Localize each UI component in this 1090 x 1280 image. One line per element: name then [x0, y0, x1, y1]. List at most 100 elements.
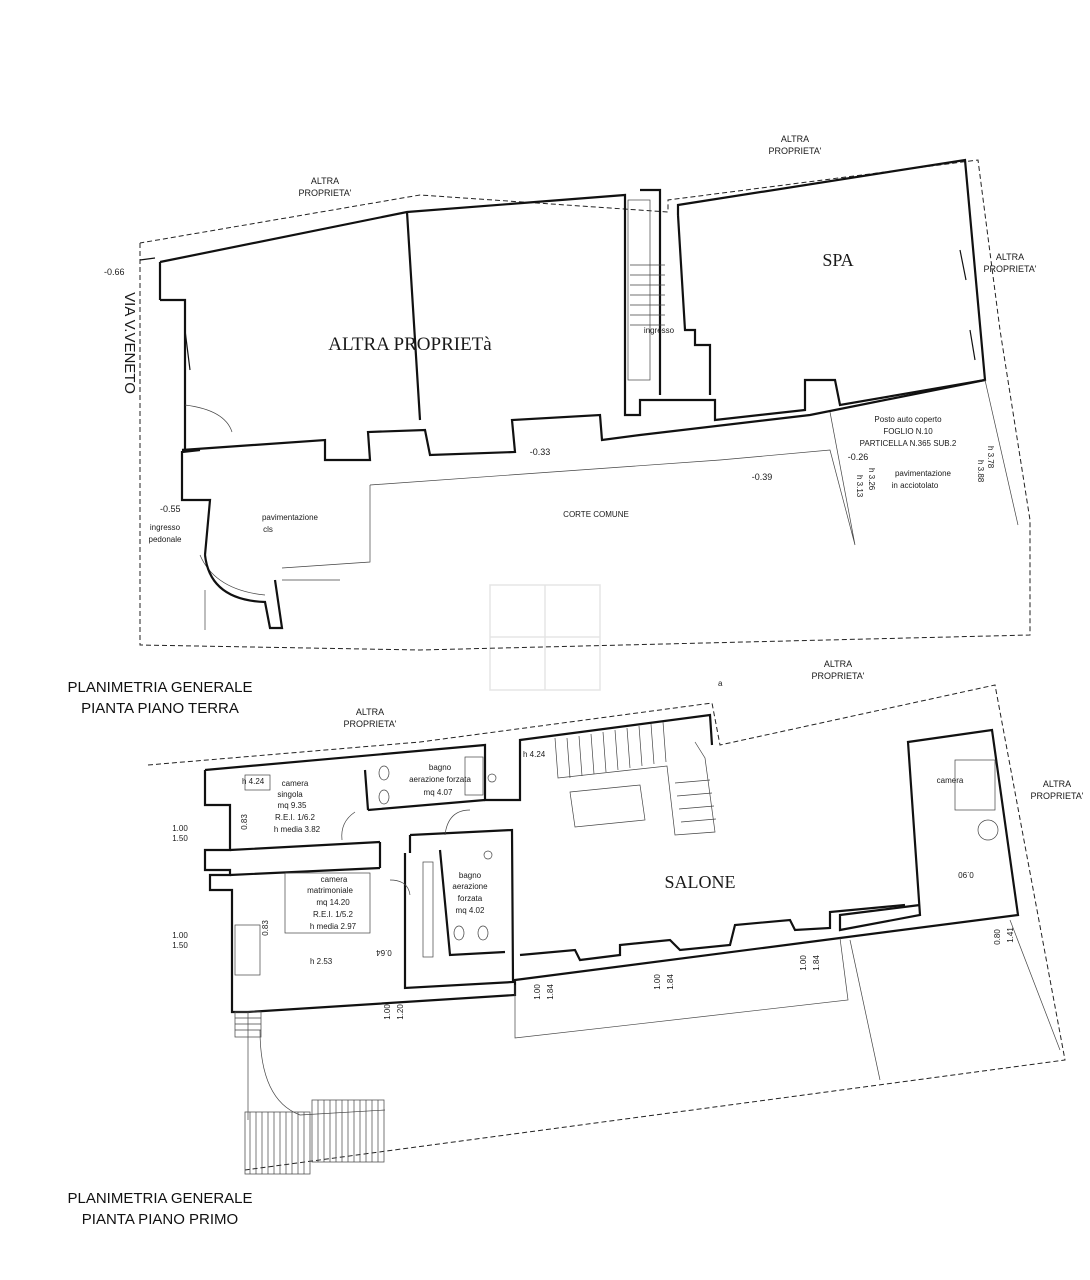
gf-h-388: h 3.88: [976, 460, 985, 483]
ff-cs-4: R.E.I. 1/6.2: [275, 813, 316, 822]
gf-ingresso-ped-2: pedonale: [149, 535, 182, 544]
ff-salone-label: SALONE: [665, 872, 736, 892]
gf-level-033: -0.33: [530, 447, 551, 457]
gf-street-name: VIA V.VENETO: [121, 292, 138, 394]
gf-windows: [139, 249, 976, 371]
gf-proprieta-3: PROPRIETA': [983, 264, 1036, 274]
gf-level-026: -0.26: [848, 452, 869, 462]
ff-d-100-f: 1.00: [799, 955, 808, 971]
ff-d-080: 0.80: [993, 929, 1002, 945]
gf-altra-1: ALTRA: [311, 176, 339, 186]
first-floor-caption-line2: PIANTA PIANO PRIMO: [81, 1211, 239, 1228]
gf-proprieta-1: PROPRIETA': [298, 188, 351, 198]
ff-h-253: h 2.53: [310, 957, 333, 966]
watermark-logo: [489, 584, 601, 691]
ground-floor-caption: PLANIMETRIA GENERALE PIANTA PIANO TERRA: [0, 677, 320, 719]
ff-d-184-c: 1.84: [812, 955, 821, 971]
ff-d-150-a: 1.50: [172, 834, 188, 843]
ground-floor-labels: ALTRA PROPRIETA' ALTRA PROPRIETA' ALTRA …: [104, 134, 1037, 544]
ff-d-100-c: 1.00: [383, 1004, 392, 1020]
ff-internal-walls: [229, 769, 515, 990]
ff-door-arc-3: [389, 879, 411, 896]
gf-door-arc-1: [184, 404, 233, 433]
ff-door-arc-2: [341, 811, 356, 841]
ff-cm-4: R.E.I. 1/5.2: [313, 910, 354, 919]
ff-a-mark: a: [718, 679, 723, 688]
ff-b2-4: mq 4.02: [456, 906, 485, 915]
first-floor-labels: ALTRA PROPRIETA' ALTRA PROPRIETA' ALTRA …: [172, 659, 1084, 1020]
ff-b2-1: bagno: [459, 871, 482, 880]
ff-altra-1: ALTRA: [356, 707, 384, 717]
gf-staircase: [627, 199, 665, 381]
gf-level-066: -0.66: [104, 267, 125, 277]
ff-cs-3: mq 9.35: [278, 801, 307, 810]
ff-d-083-a: 0.83: [240, 814, 249, 830]
gf-altra-3: ALTRA: [996, 252, 1024, 262]
ff-d-150-b: 1.50: [172, 941, 188, 950]
gf-h-378: h 3.78: [986, 446, 995, 469]
ff-d-184-a: 1.84: [546, 984, 555, 1000]
ff-h-424-a: h 4.24: [242, 777, 265, 786]
gf-corte-label: CORTE COMUNE: [563, 510, 629, 519]
gf-door-arc-2: [199, 554, 266, 596]
ff-d-100-e: 1.00: [653, 974, 662, 990]
ground-floor-caption-line2: PIANTA PIANO TERRA: [81, 700, 239, 717]
ff-proprieta-3: PROPRIETA': [1030, 791, 1083, 801]
first-floor-plan: [147, 684, 1066, 1175]
gf-courtyard-lines: [204, 379, 1019, 630]
ff-cs-5: h media 3.82: [274, 825, 321, 834]
ff-proprieta-1: PROPRIETA': [343, 719, 396, 729]
ff-cs-2: singola: [277, 790, 303, 799]
ff-hatched-steps: [234, 1011, 385, 1175]
ff-d-064: 0.64: [376, 948, 392, 957]
ff-d-100-b: 1.00: [172, 931, 188, 940]
ff-proprieta-2: PROPRIETA': [811, 671, 864, 681]
ff-camera-label: camera: [937, 776, 964, 785]
gf-parking-line2: FOGLIO N.10: [883, 427, 933, 436]
gf-front-wall: [181, 378, 986, 462]
gf-pav-acc-1: pavimentazione: [895, 469, 952, 478]
ff-door-arc-1: [444, 809, 471, 836]
gf-curved-wall: [203, 554, 284, 630]
ff-altra-3: ALTRA: [1043, 779, 1071, 789]
ground-floor-caption-line1: PLANIMETRIA GENERALE: [67, 679, 253, 696]
ff-d-100-a: 1.00: [172, 824, 188, 833]
gf-pav-cls-1: pavimentazione: [262, 513, 319, 522]
gf-parking-line3: PARTICELLA N.365 SUB.2: [860, 439, 957, 448]
ff-salone-front-wall: [519, 903, 906, 962]
ff-d-100-d: 1.00: [533, 984, 542, 1000]
ff-furniture: [234, 759, 999, 976]
first-floor-caption-line1: PLANIMETRIA GENERALE: [67, 1190, 253, 1207]
ground-floor-plan: [139, 158, 1031, 651]
ff-outer-wall: [203, 713, 1020, 1014]
gf-main-room-label: ALTRA PROPRIETà: [328, 334, 492, 355]
ff-cm-2: matrimoniale: [307, 886, 353, 895]
gf-pav-cls-2: cls: [263, 525, 273, 534]
ff-cm-3: mq 14.20: [316, 898, 350, 907]
gf-ingresso-ped-1: ingresso: [150, 523, 181, 532]
ff-d-141: 1.41: [1006, 927, 1015, 943]
gf-internal-walls: [405, 188, 712, 421]
gf-ingresso-label: ingresso: [644, 326, 675, 335]
gf-spa-label: SPA: [822, 250, 853, 270]
ff-cm-1: camera: [321, 875, 348, 884]
ff-d-120: 1.20: [396, 1004, 405, 1020]
gf-proprieta-2: PROPRIETA': [768, 146, 821, 156]
gf-pav-acc-2: in acciotolato: [892, 481, 939, 490]
gf-h-326: h 3.26: [867, 468, 876, 491]
gf-property-boundary: [139, 159, 1031, 651]
ff-cm-5: h media 2.97: [310, 922, 357, 931]
gf-altra-2: ALTRA: [781, 134, 809, 144]
first-floor-caption: PLANIMETRIA GENERALE PIANTA PIANO PRIMO: [0, 1188, 320, 1230]
ff-altra-2: ALTRA: [824, 659, 852, 669]
ff-b1-2: aerazione forzata: [409, 775, 471, 784]
ff-bathroom-fixtures: [378, 756, 497, 958]
ff-b1-1: bagno: [429, 763, 452, 772]
gf-level-055: -0.55: [160, 504, 181, 514]
ff-property-boundary: [147, 684, 1066, 1171]
gf-level-039: -0.39: [752, 472, 773, 482]
ff-d-083-b: 0.83: [261, 920, 270, 936]
ff-staircase: [554, 721, 717, 836]
ff-cs-1: camera: [282, 779, 309, 788]
